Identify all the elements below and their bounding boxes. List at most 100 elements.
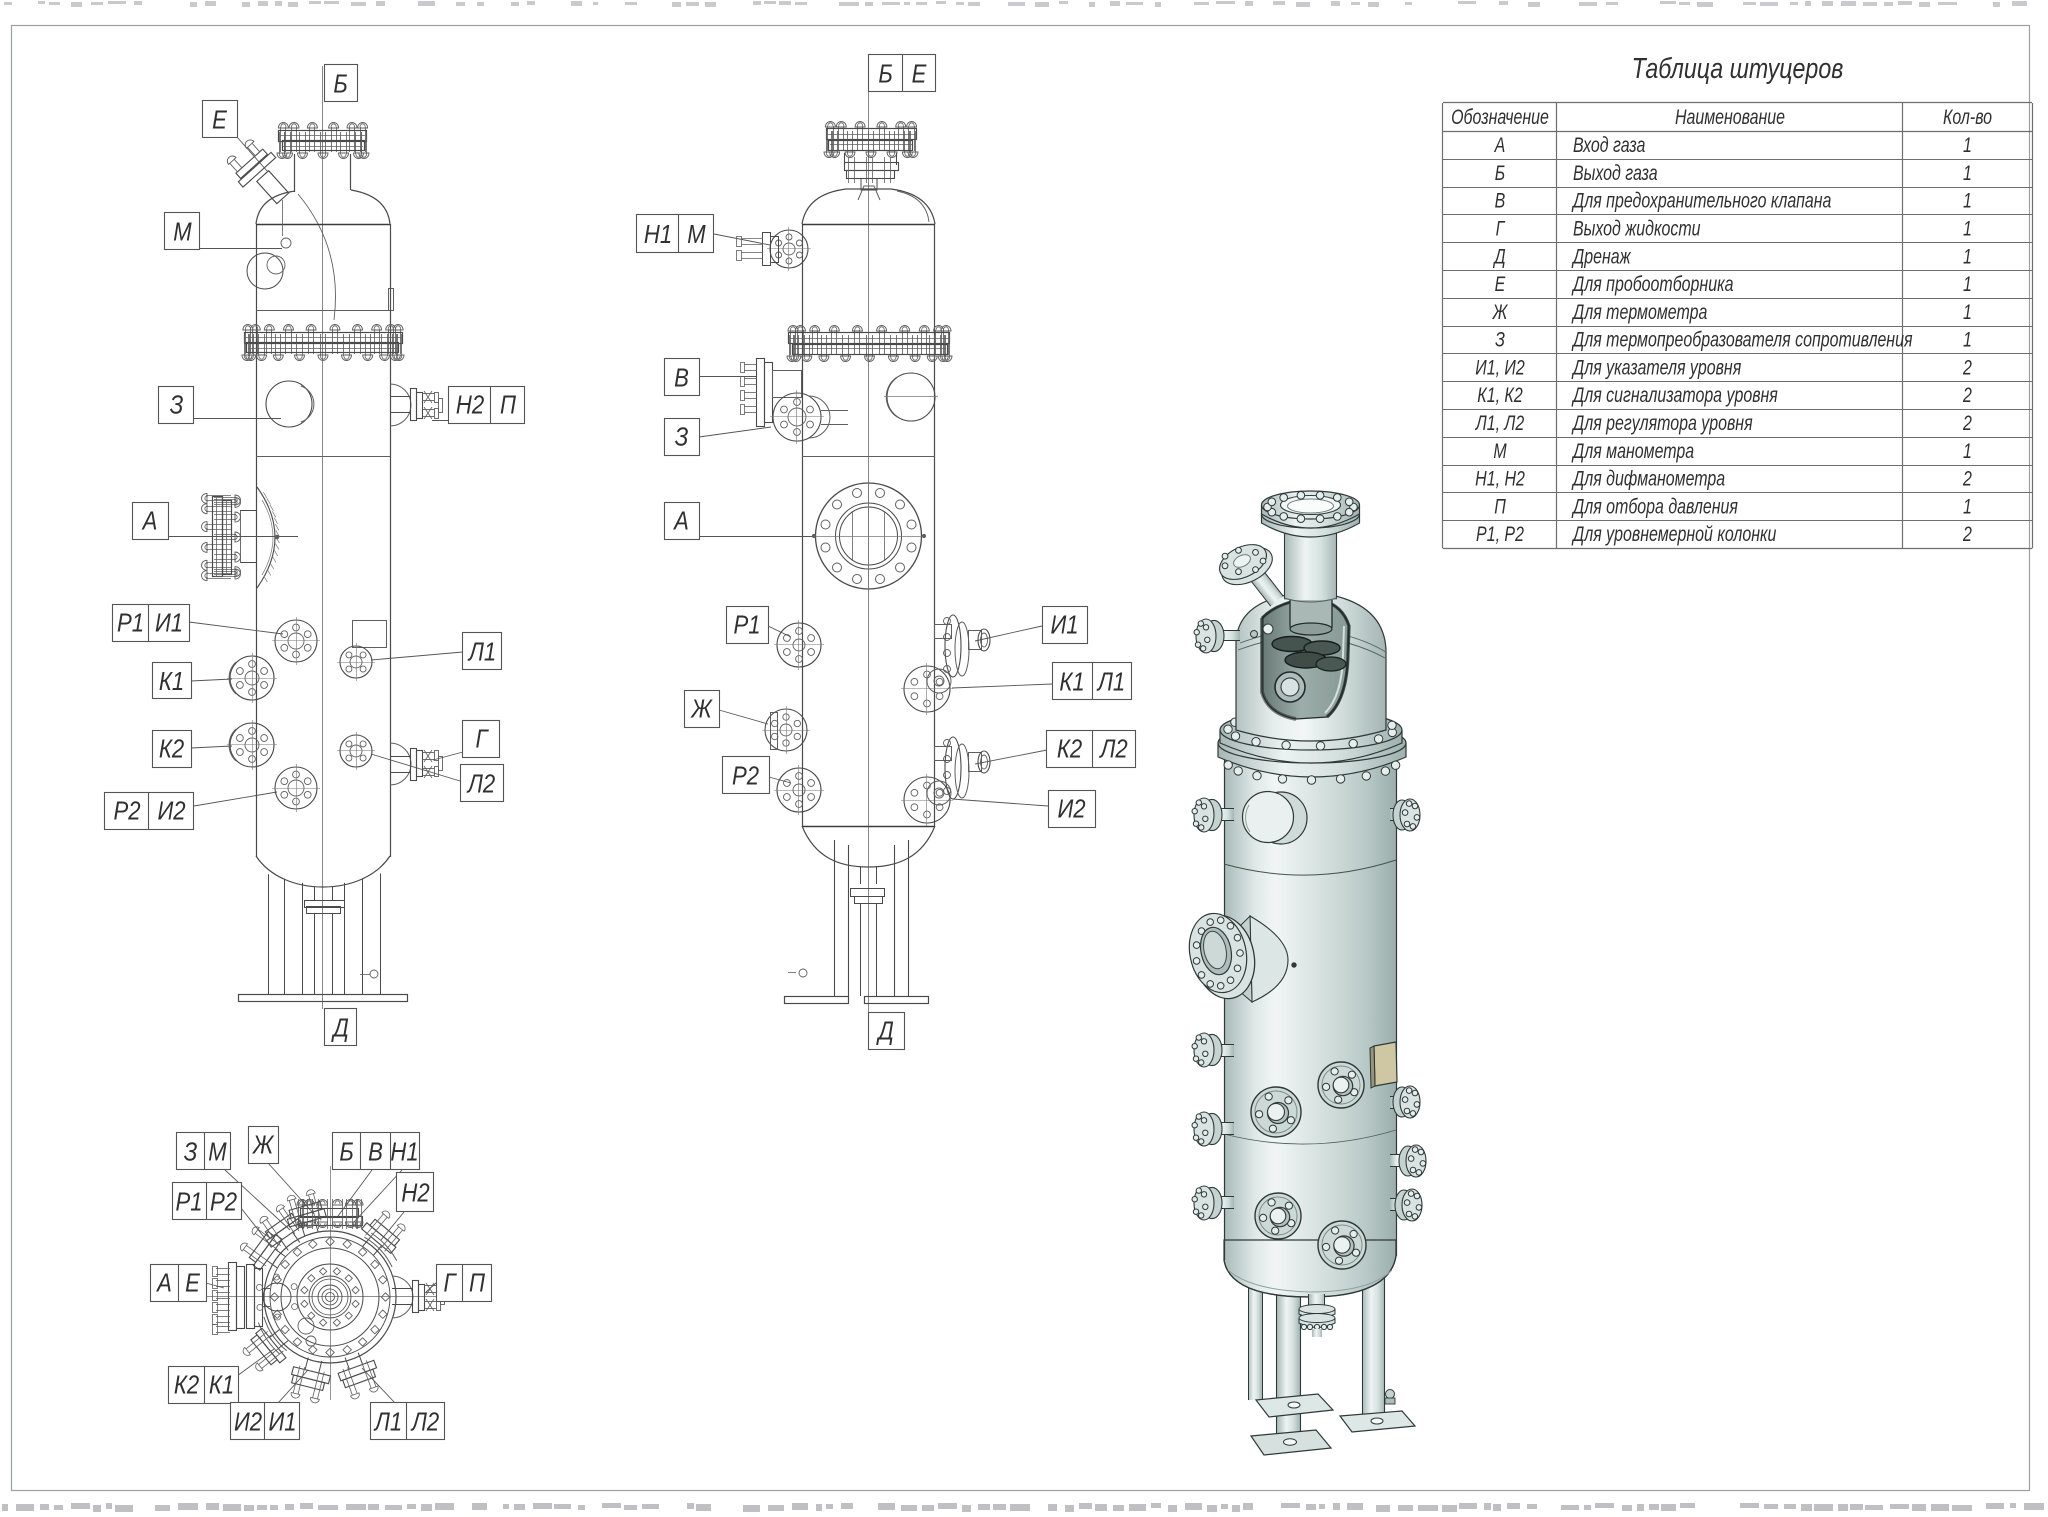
svg-text:Кол-во: Кол-во (1943, 105, 1992, 129)
svg-text:А: А (1494, 133, 1505, 157)
svg-text:Обозначение: Обозначение (1451, 105, 1549, 129)
svg-text:В: В (368, 1138, 383, 1167)
svg-text:Н2: Н2 (401, 1179, 430, 1208)
svg-text:К2: К2 (174, 1371, 200, 1400)
svg-text:И1, И2: И1, И2 (1475, 355, 1525, 379)
svg-text:Г: Г (1496, 216, 1506, 240)
svg-text:Наименование: Наименование (1675, 105, 1785, 129)
svg-text:1: 1 (1963, 439, 1972, 463)
svg-text:К1: К1 (209, 1371, 234, 1400)
svg-text:Л2: Л2 (466, 770, 496, 799)
svg-text:Р2: Р2 (113, 797, 141, 826)
svg-text:Д: Д (1493, 244, 1506, 268)
svg-text:1: 1 (1963, 300, 1972, 324)
svg-text:Р2: Р2 (210, 1188, 238, 1217)
svg-text:К1: К1 (159, 667, 184, 696)
svg-text:Д: Д (875, 1017, 893, 1046)
svg-text:А: А (141, 507, 158, 536)
svg-text:Л1: Л1 (373, 1408, 402, 1437)
svg-text:Р1, Р2: Р1, Р2 (1476, 522, 1524, 546)
svg-text:Вход газа: Вход газа (1573, 133, 1645, 157)
svg-text:Ж: Ж (690, 695, 713, 724)
svg-text:Для термометра: Для термометра (1571, 300, 1707, 324)
svg-text:М: М (208, 1138, 227, 1167)
svg-text:Для уровнемерной колонки: Для уровнемерной колонки (1571, 522, 1776, 546)
svg-text:2: 2 (1962, 383, 1972, 407)
svg-text:2: 2 (1962, 522, 1972, 546)
svg-text:И2: И2 (1057, 795, 1086, 824)
svg-text:Н1: Н1 (390, 1138, 418, 1167)
svg-text:А: А (672, 507, 689, 536)
svg-text:Г: Г (475, 725, 489, 754)
svg-text:1: 1 (1963, 216, 1972, 240)
svg-text:Е: Е (1495, 272, 1506, 296)
svg-text:Б: Б (878, 60, 892, 89)
svg-text:1: 1 (1963, 327, 1972, 351)
svg-text:1: 1 (1963, 272, 1972, 296)
svg-text:1: 1 (1963, 161, 1972, 185)
svg-text:Н2: Н2 (456, 391, 485, 420)
svg-text:Для отбора давления: Для отбора давления (1571, 494, 1738, 518)
svg-text:Е: Е (212, 106, 228, 135)
svg-text:Л1: Л1 (1096, 668, 1125, 697)
svg-text:П: П (1494, 494, 1506, 518)
svg-text:Р2: Р2 (732, 762, 760, 791)
svg-text:М: М (173, 218, 192, 247)
svg-text:Б: Б (1495, 161, 1505, 185)
svg-text:Для сигнализатора уровня: Для сигнализатора уровня (1571, 383, 1778, 407)
svg-text:Л1: Л1 (467, 638, 496, 667)
svg-text:Е: Е (185, 1269, 201, 1298)
svg-text:К1, К2: К1, К2 (1477, 383, 1523, 407)
svg-text:Выход жидкости: Выход жидкости (1573, 216, 1701, 240)
svg-text:Д: Д (330, 1014, 348, 1043)
svg-text:Для указателя уровня: Для указателя уровня (1571, 355, 1741, 379)
svg-text:1: 1 (1963, 189, 1972, 213)
svg-text:Л1, Л2: Л1, Л2 (1475, 411, 1525, 435)
svg-text:З: З (170, 391, 184, 420)
svg-text:Для пробоотборника: Для пробоотборника (1571, 272, 1733, 296)
svg-text:1: 1 (1963, 244, 1972, 268)
svg-text:Для термопреобразователя сопро: Для термопреобразователя сопротивления (1571, 327, 1912, 351)
svg-text:К1: К1 (1059, 668, 1084, 697)
svg-text:Н1, Н2: Н1, Н2 (1475, 466, 1525, 490)
svg-text:Р1: Р1 (175, 1188, 202, 1217)
svg-text:Р1: Р1 (733, 611, 760, 640)
svg-text:Для регулятора уровня: Для регулятора уровня (1571, 411, 1752, 435)
svg-text:1: 1 (1963, 133, 1972, 157)
svg-text:П: П (500, 391, 516, 420)
svg-text:Л2: Л2 (410, 1408, 440, 1437)
svg-text:Е: Е (912, 60, 928, 89)
svg-text:В: В (674, 364, 689, 393)
svg-text:П: П (469, 1269, 485, 1298)
svg-text:З: З (675, 423, 689, 452)
svg-text:И2: И2 (157, 797, 186, 826)
svg-text:К2: К2 (159, 735, 185, 764)
svg-text:И2: И2 (234, 1408, 263, 1437)
svg-text:Б: Б (333, 70, 347, 99)
svg-text:З: З (1495, 327, 1505, 351)
svg-text:И1: И1 (1050, 611, 1078, 640)
svg-text:В: В (1495, 189, 1506, 213)
svg-text:Для дифманометра: Для дифманометра (1571, 466, 1725, 490)
svg-text:Таблица штуцеров: Таблица штуцеров (1632, 51, 1844, 84)
svg-text:М: М (1493, 439, 1507, 463)
svg-text:2: 2 (1962, 411, 1972, 435)
svg-text:Н1: Н1 (644, 220, 672, 249)
svg-text:Дренаж: Дренаж (1571, 244, 1631, 268)
svg-text:Ж: Ж (1492, 300, 1508, 324)
svg-text:Для манометра: Для манометра (1571, 439, 1694, 463)
svg-text:Ж: Ж (252, 1131, 275, 1160)
svg-text:Б: Б (339, 1138, 353, 1167)
svg-text:2: 2 (1962, 466, 1972, 490)
svg-text:Р1: Р1 (117, 609, 144, 638)
svg-text:Для предохранительного клапана: Для предохранительного клапана (1571, 189, 1831, 213)
svg-text:2: 2 (1962, 355, 1972, 379)
svg-text:И1: И1 (268, 1408, 296, 1437)
svg-text:1: 1 (1963, 494, 1972, 518)
svg-text:М: М (687, 220, 706, 249)
svg-text:Выход газа: Выход газа (1573, 161, 1658, 185)
svg-text:Г: Г (443, 1269, 457, 1298)
svg-text:И1: И1 (155, 609, 183, 638)
svg-text:К2: К2 (1057, 735, 1083, 764)
svg-text:З: З (184, 1138, 198, 1167)
